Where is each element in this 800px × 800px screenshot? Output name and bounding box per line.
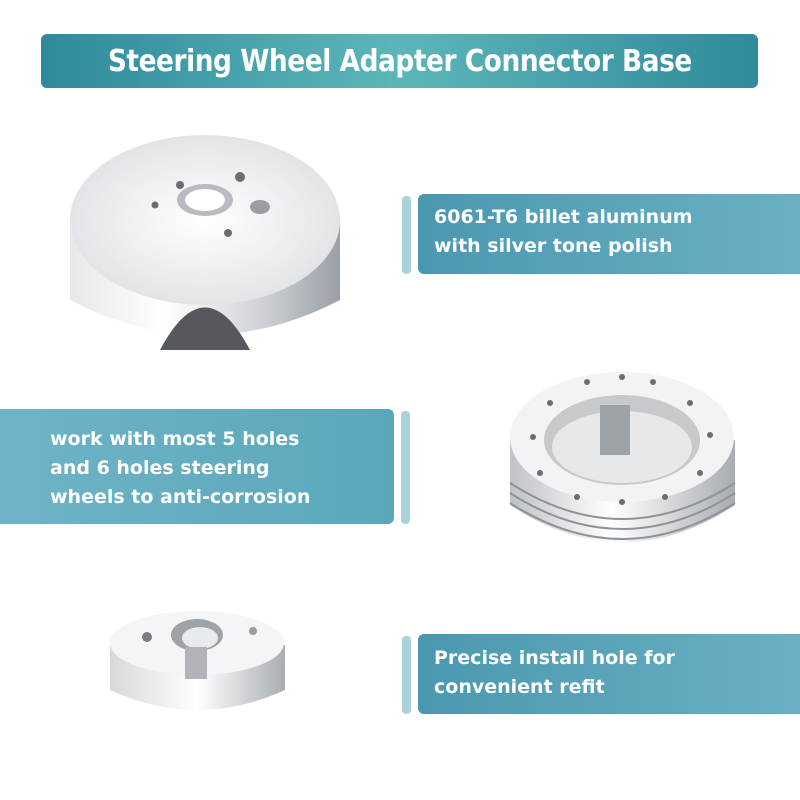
callout-tick-install: [402, 636, 411, 714]
adapter-side-view-image: [110, 611, 285, 710]
callout-install-line-2: convenient refit: [434, 676, 605, 698]
page-title: Steering Wheel Adapter Connector Base: [107, 43, 692, 79]
title-banner: Steering Wheel Adapter Connector Base: [41, 34, 758, 88]
callout-compatibility-line-2: and 6 holes steering: [50, 457, 270, 479]
callout-compatibility-line-1: work with most 5 holes: [50, 428, 300, 450]
callout-compatibility: work with most 5 holes and 6 holes steer…: [0, 409, 394, 524]
adapter-ring-view-image: [509, 372, 736, 543]
callout-compatibility-line-3: wheels to anti-corrosion: [50, 486, 311, 508]
callout-tick-material: [402, 196, 411, 274]
callout-material-line-1: 6061-T6 billet aluminum: [434, 206, 693, 228]
callout-install: Precise install hole for convenient refi…: [418, 634, 800, 714]
callout-material: 6061-T6 billet aluminum with silver tone…: [418, 194, 800, 274]
callout-install-line-1: Precise install hole for: [434, 647, 675, 669]
callout-tick-compatibility: [401, 411, 410, 524]
adapter-top-view-image: [70, 135, 340, 350]
callout-material-line-2: with silver tone polish: [434, 235, 673, 257]
